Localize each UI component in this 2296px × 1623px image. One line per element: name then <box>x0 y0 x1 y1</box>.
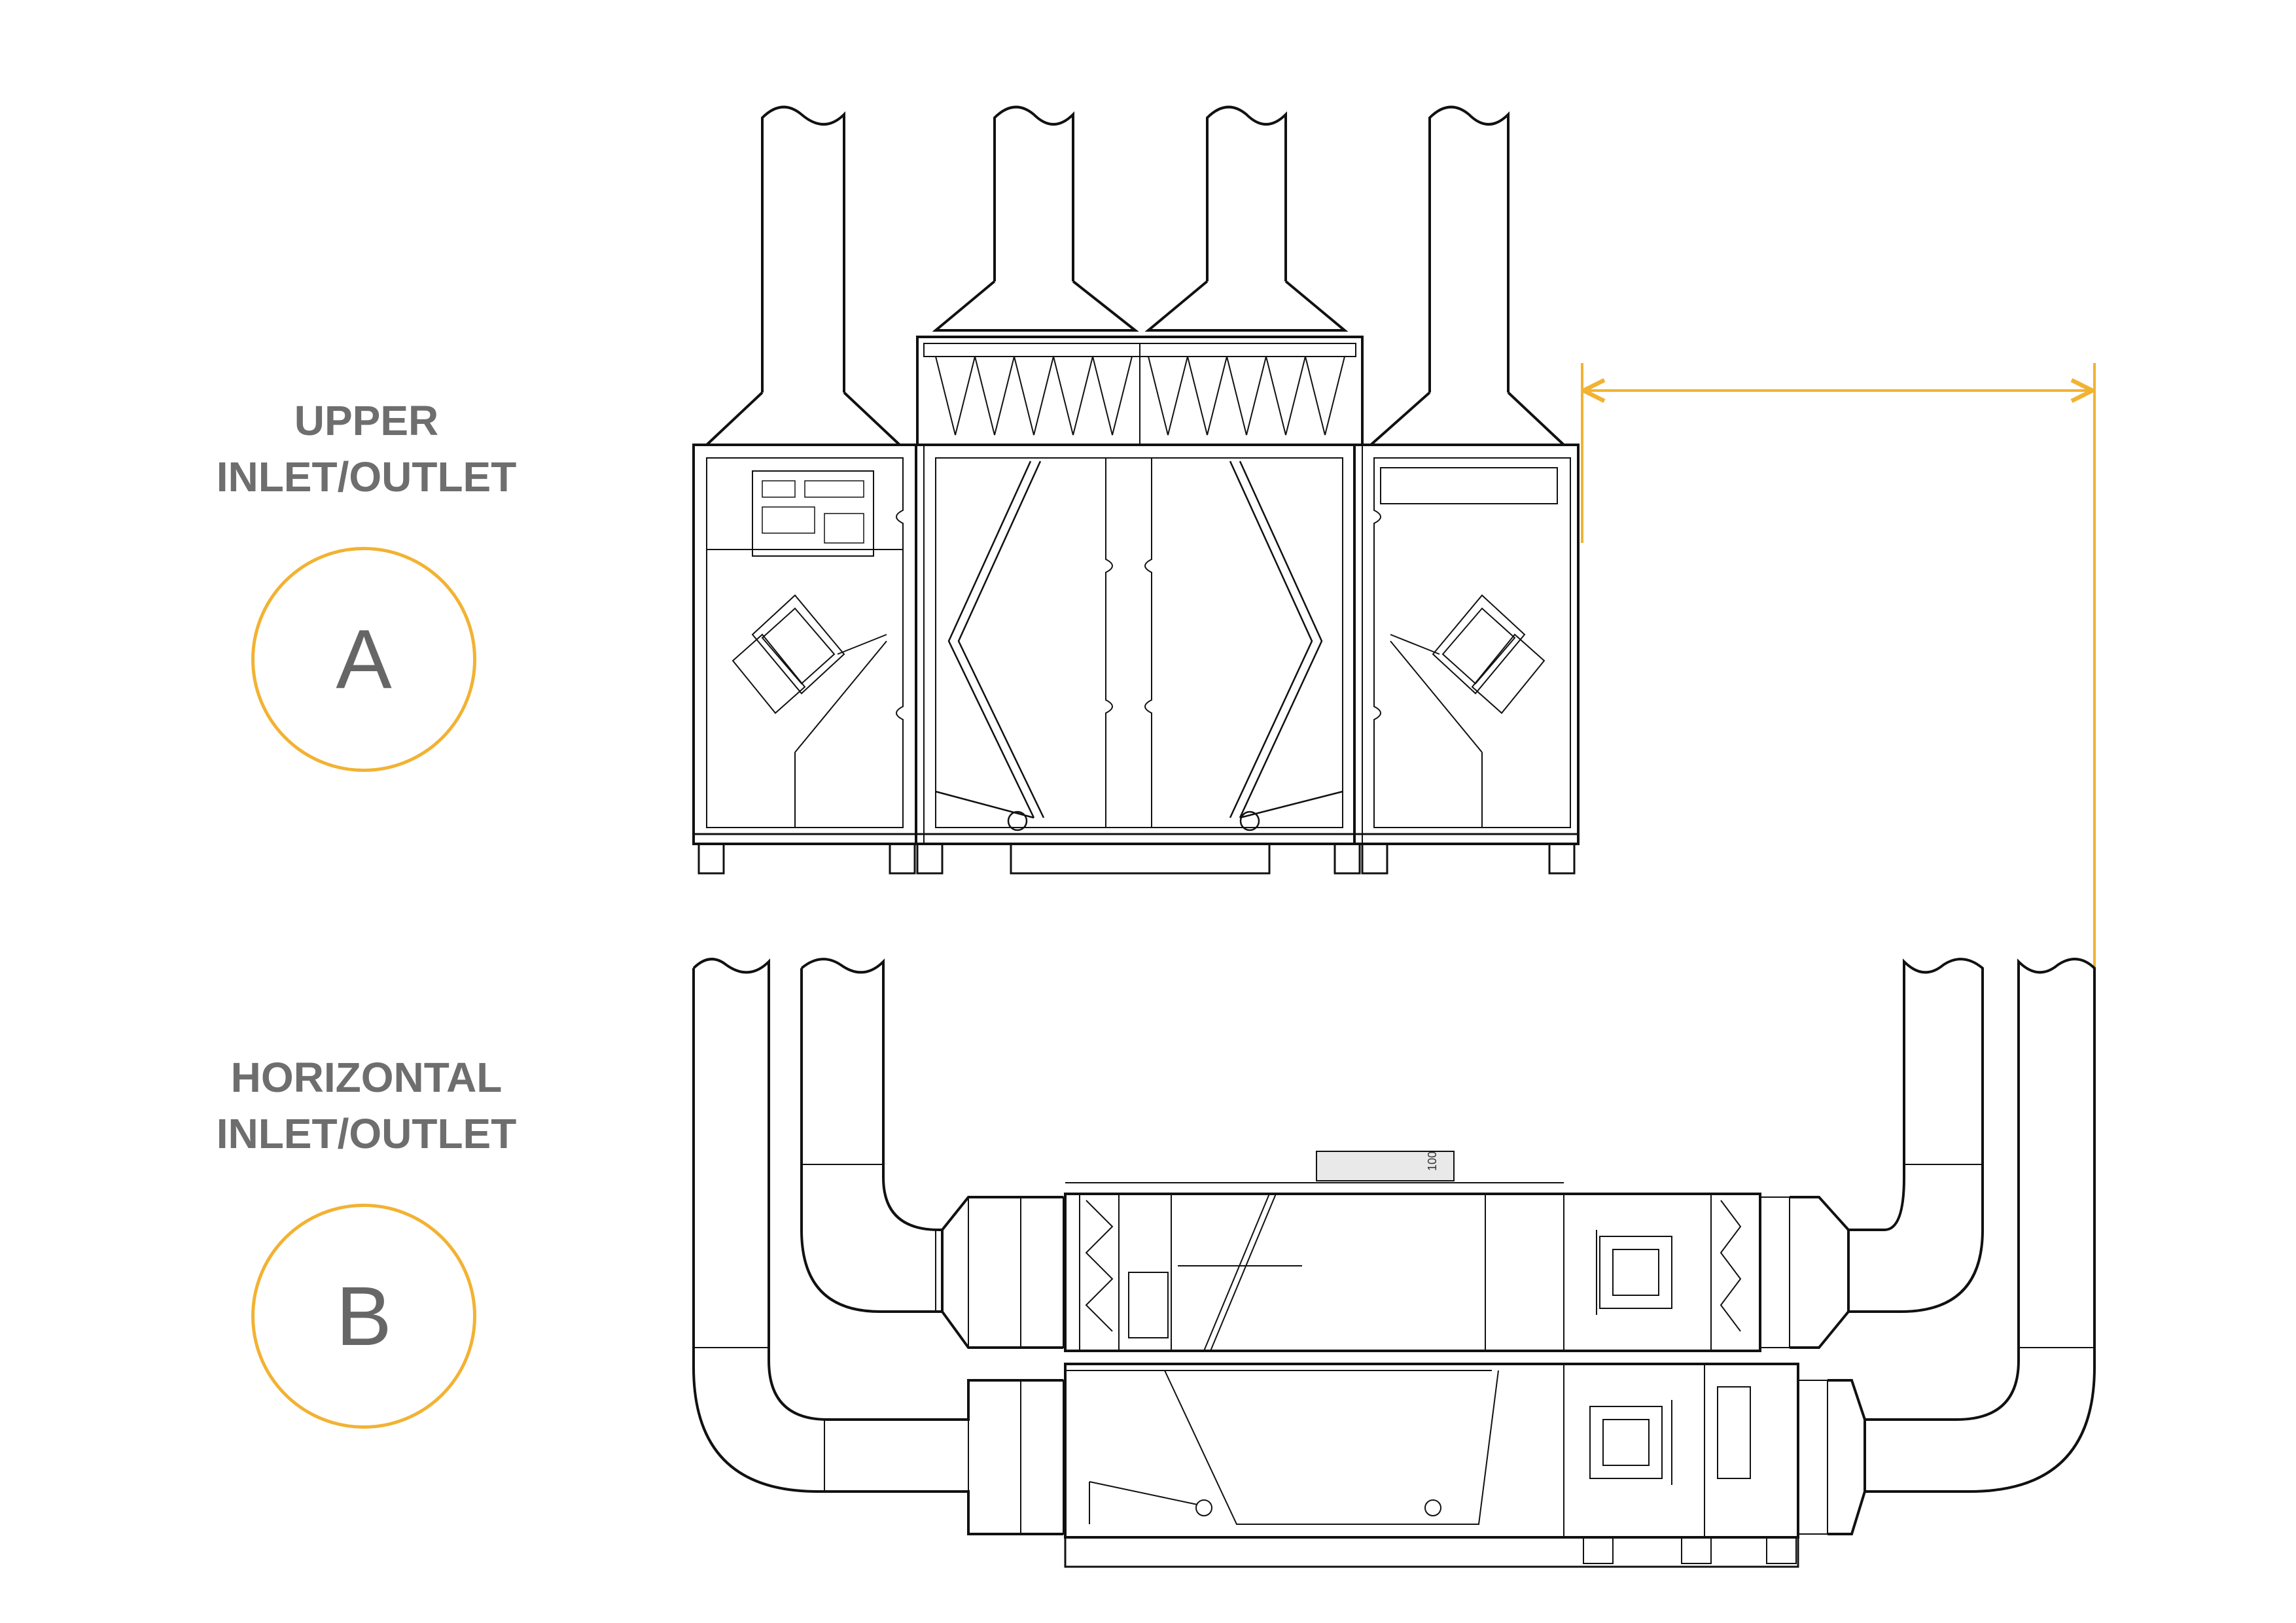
unit-b-lower-module <box>1064 1363 1799 1568</box>
unit-b-left-transitions <box>831 1196 1064 1535</box>
option-b-badge-letter: B <box>336 1269 392 1363</box>
option-b-badge: B <box>251 1204 476 1429</box>
option-b-title: HORIZONTAL INLET/OUTLET <box>150 1049 582 1162</box>
dimension-arrow <box>1581 363 2096 988</box>
unit-a-drawing <box>692 105 1580 875</box>
unit-a-ducts <box>705 105 1565 446</box>
unit-b-drawing <box>692 958 2096 1568</box>
unit-b-right-transitions <box>1759 1196 1866 1535</box>
option-b-title-line2: INLET/OUTLET <box>216 1110 517 1157</box>
unit-a-body <box>692 444 1580 845</box>
option-b-title-line1: HORIZONTAL <box>230 1054 503 1101</box>
option-a-title-line1: UPPER <box>294 397 439 444</box>
unit-b-left-ducts <box>692 958 942 1493</box>
dimension-label: 100 <box>1426 1151 1439 1171</box>
unit-a-feet <box>698 843 1576 875</box>
unit-b-upper-module <box>1064 1151 1761 1352</box>
option-a-badge: A <box>251 547 476 772</box>
option-a-badge-letter: A <box>336 612 392 707</box>
unit-a-filter-section <box>916 336 1364 446</box>
option-a-title-line2: INLET/OUTLET <box>216 453 517 500</box>
option-a-title: UPPER INLET/OUTLET <box>150 393 582 505</box>
unit-b-right-ducts <box>1848 958 2096 1493</box>
